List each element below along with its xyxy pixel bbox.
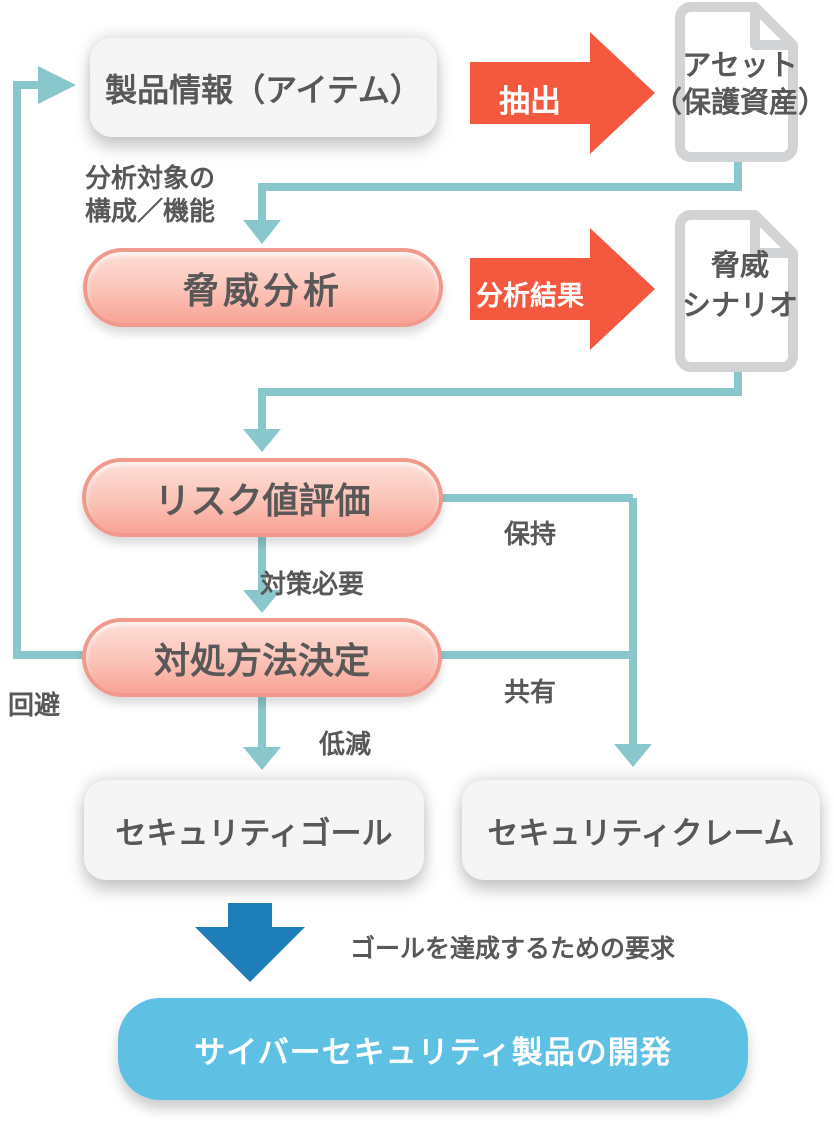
scenario-to-risk-connector bbox=[258, 358, 742, 430]
analysis-result-label: 分析結果 bbox=[476, 281, 584, 311]
node-treatment-decision: 対処方法決定 bbox=[82, 618, 442, 697]
goal-to-development-arrow-icon bbox=[195, 903, 305, 982]
goal-requirement-label: ゴールを達成するための要求 bbox=[350, 935, 676, 963]
threat-scenario-document-caption: 脅威 シナリオ bbox=[655, 246, 825, 326]
retain-label: 保持 bbox=[503, 519, 556, 549]
asset-caption-line2: （保護資産） bbox=[652, 87, 827, 119]
asset-document-caption: アセット （保護資産） bbox=[642, 48, 834, 122]
extract-arrow-icon bbox=[470, 32, 655, 154]
asset-caption-line1: アセット bbox=[682, 50, 798, 82]
node-risk-evaluation: リスク値評価 bbox=[82, 458, 443, 537]
avoid-label: 回避 bbox=[7, 690, 60, 720]
extract-label: 抽出 bbox=[499, 84, 561, 119]
analysis-target-line2: 構成／機能 bbox=[85, 196, 216, 226]
treatment-to-goal-arrowhead-icon bbox=[243, 747, 281, 770]
node-product-info: 製品情報（アイテム） bbox=[90, 38, 437, 137]
countermeasure-needed-label: 対策必要 bbox=[259, 569, 364, 599]
scenario-caption-line1: 脅威 bbox=[710, 250, 769, 282]
analysis-target-label: 分析対象の 構成／機能 bbox=[85, 162, 215, 228]
asset-document-icon bbox=[675, 2, 798, 162]
asset-to-threat-analysis-connector bbox=[258, 148, 742, 222]
analysis-target-line1: 分析対象の bbox=[85, 163, 216, 193]
avoid-loop-connector bbox=[13, 81, 84, 659]
share-label: 共有 bbox=[503, 677, 556, 707]
node-threat-analysis: 脅威分析 bbox=[83, 248, 443, 327]
asset-to-threat-analysis-arrowhead-icon bbox=[243, 220, 281, 244]
risk-to-treatment-arrowhead-icon bbox=[243, 590, 281, 613]
node-security-goal: セキュリティゴール bbox=[84, 780, 424, 880]
node-security-claim: セキュリティクレーム bbox=[462, 780, 820, 880]
retain-share-connector bbox=[440, 494, 637, 745]
scenario-to-risk-arrowhead-icon bbox=[243, 429, 281, 452]
node-development: サイバーセキュリティ製品の開発 bbox=[118, 998, 748, 1100]
threat-scenario-document-icon bbox=[675, 210, 798, 372]
avoid-loop-arrowhead-icon bbox=[38, 66, 76, 104]
scenario-caption-line2: シナリオ bbox=[681, 290, 798, 322]
claim-arrowhead-icon bbox=[614, 744, 652, 767]
analysis-result-arrow-icon bbox=[470, 228, 655, 350]
reduce-label: 低減 bbox=[318, 729, 371, 759]
